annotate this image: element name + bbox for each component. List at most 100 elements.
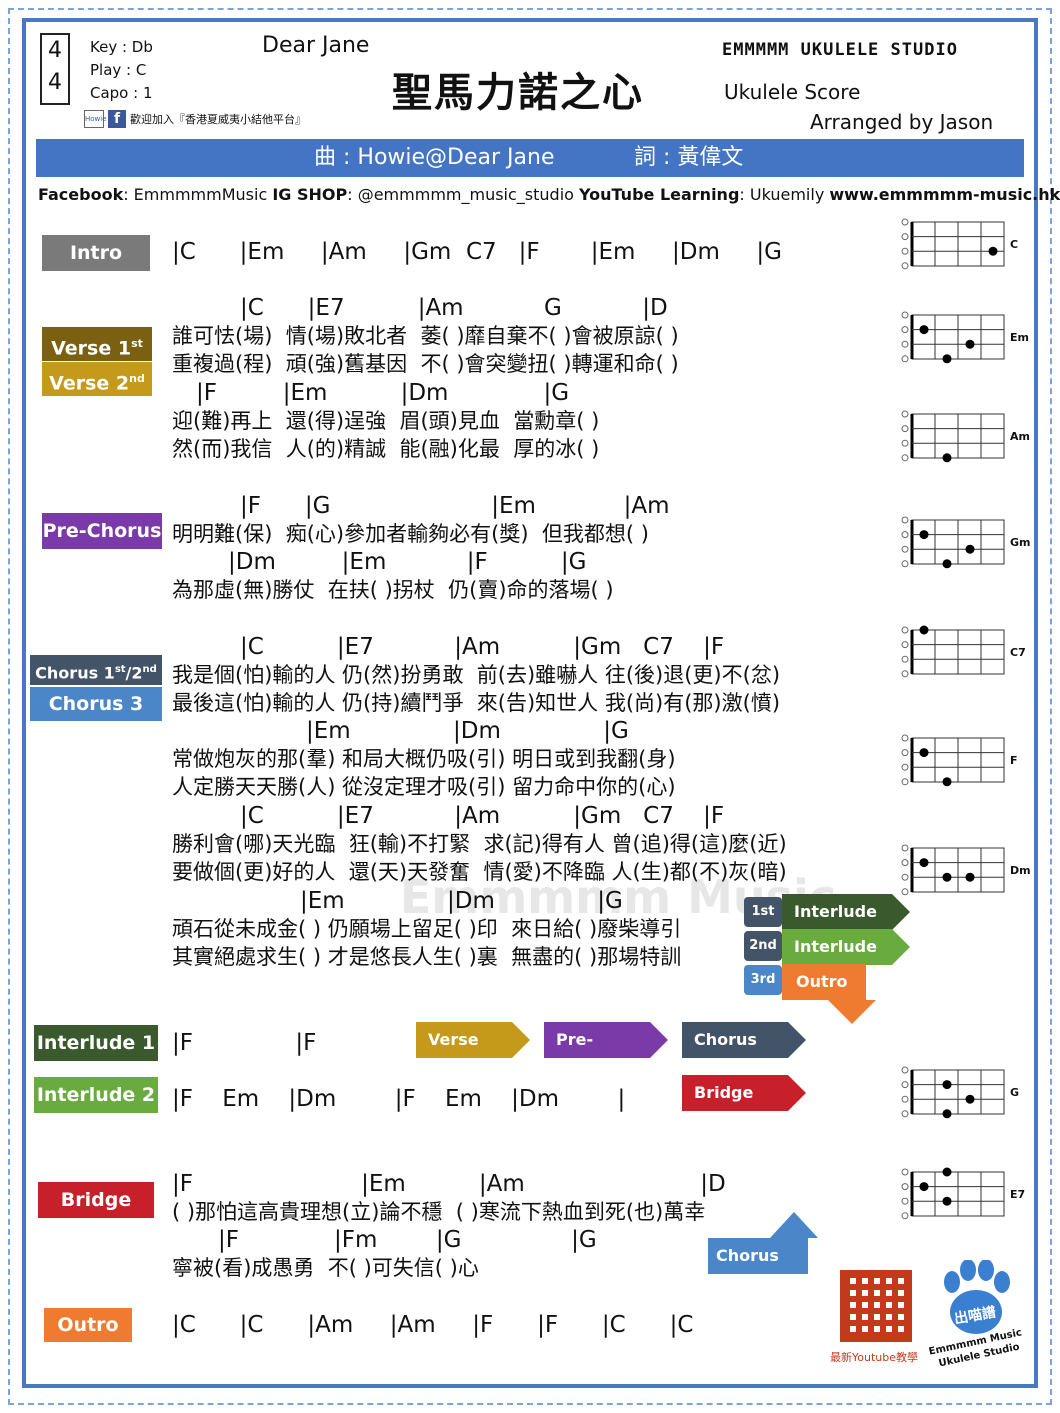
facebook-handle[interactable]: : EmmmmmMusic [123, 185, 273, 204]
interlude1-chords: |F |F [172, 1030, 317, 1056]
qr-code[interactable] [840, 1270, 912, 1342]
label-prechorus: Pre-Chorus [42, 513, 162, 549]
roadmap-outro-down-arrow [828, 1000, 876, 1024]
studio-logo: EMMMMM UKULELE STUDIO [722, 40, 958, 60]
chord-diagram-label: Dm [1010, 864, 1031, 877]
chord-diagram-label: Em [1010, 331, 1029, 344]
artist-title: Dear Jane [262, 33, 370, 58]
chord-diagram-label: C7 [1010, 646, 1026, 659]
bridge-lyric-1: ( )那怕這高貴理想(立)論不穩 ( )寒流下熱血到死(也)萬幸 [172, 1200, 706, 1224]
chorus-lyric-6: 要做個(更)好的人 還(天)天發奮 情(愛)不降臨 人(生)都(不)灰(暗) [172, 860, 787, 884]
chord-diagram-label: Am [1010, 430, 1030, 443]
chorus-lyric-5: 勝利會(哪)天光臨 狂(輸)不打緊 求(記)得有人 曾(追)得(這)麼(近) [172, 832, 787, 856]
website-link[interactable]: www.emmmmm-music.hk [829, 185, 1060, 204]
chord-diagram-gm: Gm [898, 510, 1031, 590]
time-signature: 4 4 [40, 33, 70, 105]
chorus-lyric-3: 常做炮灰的那(羣) 和局大概仍吸(引) 明日或到我翻(身) [172, 747, 676, 771]
lyrics-credit: 詞 : 黃偉文 [634, 145, 744, 170]
intro-chords: |C |Em |Am |Gm C7 |F |Em |Dm |G [172, 239, 782, 265]
label-bridge: Bridge [38, 1182, 154, 1218]
arrow-prechorus: Pre-Chorus [544, 1022, 668, 1085]
arrow-verse2: Verse 2nd [416, 1022, 530, 1085]
howie-logo-icon: Howie [84, 110, 107, 128]
chorus-lyric-8: 其實絕處求生( ) 才是悠長人生( )裏 無盡的( )那場特訓 [172, 945, 682, 969]
prechorus-chords-1: |F |G |Em |Am [240, 493, 670, 519]
prechorus-lyric-2: 為那虛(無)勝仗 在扶( )拐杖 仍(賣)命的落場( ) [172, 578, 614, 602]
credit-bar: 曲 : Howie@Dear Jane 詞 : 黃偉文 [36, 139, 1024, 177]
chord-diagram-label: C [1010, 238, 1019, 251]
roadmap-arrow-interlude1: Interlude 1 [782, 894, 910, 957]
chorus-chords-2: |Em |Dm |G [306, 718, 629, 744]
label-chorus12: Chorus 1st/2nd [30, 655, 162, 685]
roadmap-badge-3rd: 3rd [744, 965, 782, 995]
chorus-chords-4: |Em |Dm |G [300, 888, 623, 914]
chorus3-arrow-label: Chorus 3rd [716, 1246, 779, 1301]
facebook-group-text: 歡迎加入『香港夏威夷小結他平台』 [130, 113, 306, 126]
label-interlude2: Interlude 2 [34, 1077, 158, 1113]
song-meta: Key : Db Play : C Capo : 1 [90, 36, 153, 105]
chord-diagram-am: Am [898, 404, 1030, 484]
capo-info: Capo : 1 [90, 84, 153, 102]
verse-lyric-4: 然(而)我信 人(的)精誠 能(融)化最 厚的冰( ) [172, 437, 600, 461]
inner-frame [22, 18, 1038, 1388]
verse-chords-1: |C |E7 |Am G |D [240, 295, 668, 321]
chord-diagram-label: G [1010, 1086, 1020, 1099]
chord-diagram-label: F [1010, 754, 1018, 767]
interlude2-chords: |F Em |Dm |F Em |Dm | [172, 1086, 626, 1112]
facebook-label: Facebook [38, 185, 124, 204]
roadmap-arrow-interlude2: Interlude 2 [782, 929, 910, 992]
roadmap-badge-2nd: 2nd [744, 931, 782, 961]
chord-diagram-c: C [898, 212, 1018, 292]
label-interlude1: Interlude 1 [34, 1025, 158, 1061]
time-sig-top: 4 [48, 38, 62, 63]
chord-diagram-c7: C7 [898, 620, 1026, 700]
arrow-chorus2: Chorus 2nd [682, 1022, 806, 1085]
chord-diagram-label: Gm [1010, 536, 1031, 549]
up-arrow-head [770, 1212, 818, 1238]
qr-caption: 最新Youtube教學 [830, 1351, 918, 1364]
prechorus-lyric-1: 明明難(保) 痴(心)參加者輸夠必有(獎) 但我都想( ) [172, 522, 649, 546]
outer-dashed-frame [8, 8, 1052, 1405]
chorus-lyric-4: 人定勝天天勝(人) 從沒定理才吸(引) 留力命中你的(心) [172, 775, 676, 799]
roadmap-outro-label: Outro [796, 972, 848, 991]
label-intro: Intro [42, 235, 150, 271]
arrow-bridge: Bridge [682, 1075, 806, 1111]
chord-diagram-e7: E7 [898, 1162, 1025, 1242]
chord-diagram-label: E7 [1010, 1188, 1026, 1201]
verse-lyric-1: 誰可怯(場) 情(場)敗北者 萎( )靡自棄不( )會被原諒( ) [172, 324, 679, 348]
verse-lyric-2: 重複過(程) 頑(強)舊基因 不( )會突變扭( )轉運和命( ) [172, 352, 679, 376]
label-verse1: Verse 1st [42, 327, 152, 361]
ig-label: IG SHOP [272, 185, 348, 204]
outro-chords: |C |C |Am |Am |F |F |C |C [172, 1312, 694, 1338]
time-sig-bottom: 4 [48, 70, 62, 95]
music-credit: 曲 : Howie@Dear Jane [314, 145, 555, 170]
label-verse2: Verse 2nd [42, 362, 152, 396]
bridge-chords-1: |F |Em |Am |D [172, 1171, 726, 1197]
facebook-group-line[interactable]: Howie f 歡迎加入『香港夏威夷小結他平台』 [84, 110, 306, 128]
chord-diagram-g: G [898, 1060, 1020, 1140]
youtube-handle[interactable]: : Ukuemily [739, 185, 830, 204]
chorus-chords-1: |C |E7 |Am |Gm C7 |F [240, 634, 725, 660]
verse-lyric-3: 迎(難)再上 還(得)逞強 眉(頭)見血 當勳章( ) [172, 409, 600, 433]
bridge-lyric-2: 寧被(看)成愚勇 不( )可失信( )心 [172, 1256, 479, 1280]
bridge-chords-2: |F |Fm |G |G [218, 1227, 597, 1253]
roadmap-badge-1st: 1st [744, 897, 782, 927]
prechorus-chords-2: |Dm |Em |F |G [228, 549, 587, 575]
facebook-icon: f [108, 110, 126, 128]
label-chorus3: Chorus 3 [30, 687, 162, 721]
chorus-lyric-7: 頑石從未成金( ) 仍願場上留足( )印 來日給( )廢柴導引 [172, 917, 682, 941]
roadmap-arrow-outro: Outro [782, 964, 866, 1000]
chord-diagram-em: Em [898, 305, 1029, 385]
play-info: Play : C [90, 61, 147, 79]
chorus-chords-3: |C |E7 |Am |Gm C7 |F [240, 803, 725, 829]
ig-handle[interactable]: : @emmmmm_music_studio [347, 185, 580, 204]
key-info: Key : Db [90, 38, 153, 56]
arranger: Arranged by Jason [810, 110, 994, 134]
chord-diagram-dm: Dm [898, 838, 1031, 918]
chorus-lyric-2: 最後這(怕)輸的人 仍(持)續鬥爭 來(告)知世人 我(尚)有(那)激(憤) [172, 691, 781, 715]
paw-logo-icon [944, 1260, 1010, 1334]
song-title: 聖馬力諾之心 [392, 70, 644, 116]
label-outro: Outro [44, 1308, 132, 1342]
verse-chords-2: |F |Em |Dm |G [196, 380, 570, 406]
score-label: Ukulele Score [724, 80, 861, 104]
